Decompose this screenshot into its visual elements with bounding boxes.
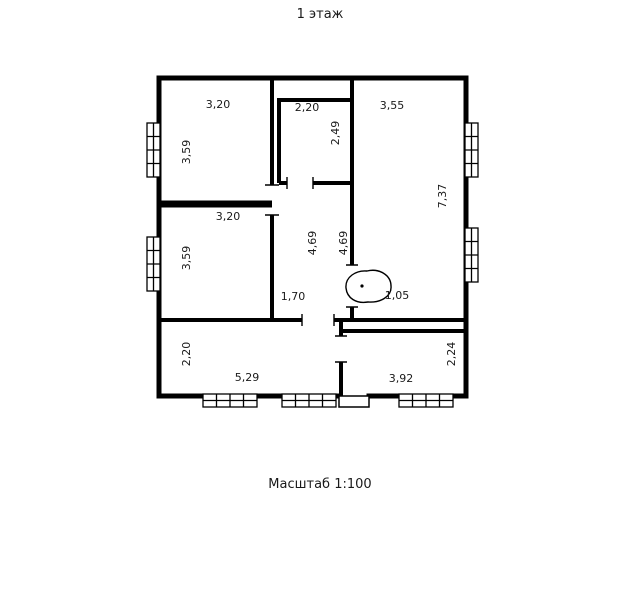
windows	[146, 122, 479, 408]
window-right-top	[464, 122, 479, 178]
floor-title: 1 этаж	[296, 7, 344, 22]
dim-fixture-width: 1,05	[385, 289, 410, 302]
dim-room-tl-height: 3,59	[180, 140, 193, 165]
dim-room-tl-width: 3,20	[206, 98, 231, 111]
dim-hall-height: 2,20	[180, 342, 193, 367]
dim-room-tr-height: 7,37	[436, 184, 449, 209]
scale-caption: Масштаб 1:100	[268, 477, 372, 492]
window-bottom-2	[281, 393, 337, 408]
wall-vestibule-top-left	[277, 98, 352, 183]
door-ticks-big-room	[346, 264, 358, 308]
door-ticks-left-rooms	[265, 184, 279, 216]
dim-room-tr-width: 3,55	[380, 99, 405, 112]
door-ticks-corridor-hall	[301, 314, 335, 326]
window-bottom-3	[398, 393, 454, 408]
dim-room-ml-height: 3,59	[180, 246, 193, 271]
dim-room-ml-width: 3,20	[216, 210, 241, 223]
window-left-top	[146, 122, 161, 178]
door-openings	[265, 177, 358, 363]
dim-corridor-width: 1,70	[281, 290, 306, 303]
entrance-porch	[338, 395, 370, 408]
dim-vestibule-width: 2,20	[295, 101, 320, 114]
dim-room-br-width: 3,92	[389, 372, 414, 385]
fixture-outline	[345, 269, 392, 304]
interior-walls	[159, 78, 466, 396]
dim-corridor-length-left: 4,69	[306, 231, 319, 256]
dimension-labels: 3,20 3,59 2,20 2,49 3,55 7,37 3,20 3,59 …	[180, 98, 458, 385]
dim-room-br-height: 2,24	[445, 342, 458, 367]
door-ticks-bottom-room	[335, 335, 347, 363]
window-left-bottom	[146, 236, 161, 292]
window-right-bottom	[464, 227, 479, 283]
window-bottom-1	[202, 393, 258, 408]
dim-vestibule-height: 2,49	[329, 121, 342, 146]
dim-corridor-length-right: 4,69	[337, 231, 350, 256]
fixture-dot	[360, 284, 364, 288]
plumbing-fixture	[345, 269, 392, 304]
door-ticks-vestibule	[286, 177, 314, 189]
dim-hall-width: 5,29	[235, 371, 260, 384]
